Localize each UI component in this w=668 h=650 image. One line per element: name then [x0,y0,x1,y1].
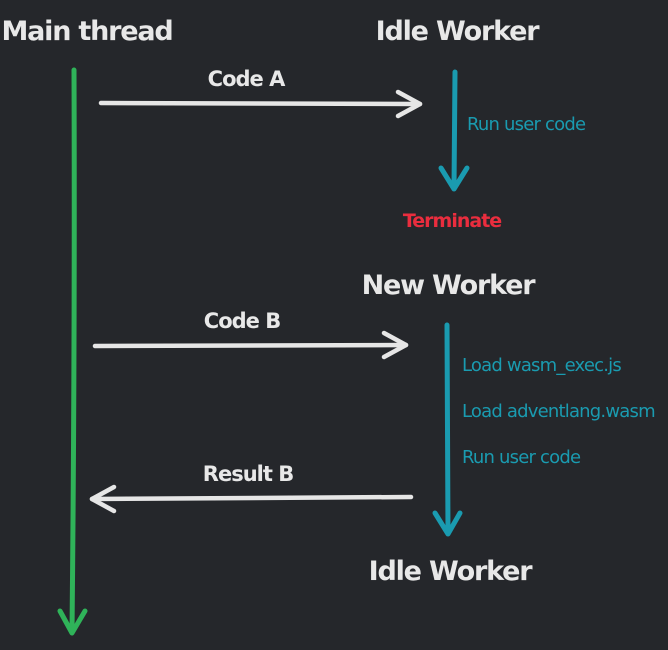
new-worker-lifeline [432,322,463,537]
result-b-label: Result B [202,462,294,486]
idle-worker-lifeline [438,69,470,192]
idle-worker-step: Run user code [467,114,586,135]
main-thread-lifeline [57,67,88,636]
result-b-arrow [89,484,414,514]
new-worker-step-load-exec: Load wasm_exec.js [462,355,622,376]
terminate-label: Terminate [402,210,502,232]
new-worker-step-run: Run user code [462,447,581,468]
new-worker-title: New Worker [361,270,536,301]
new-worker-step-load-wasm: Load adventlang.wasm [462,401,656,422]
code-a-label: Code A [207,67,286,91]
idle-worker-title-top: Idle Worker [375,16,540,47]
code-b-arrow [92,330,409,360]
code-a-arrow [98,89,423,119]
code-b-label: Code B [203,309,281,333]
main-thread-title: Main thread [1,16,173,47]
idle-worker-title-bottom: Idle Worker [368,556,533,587]
